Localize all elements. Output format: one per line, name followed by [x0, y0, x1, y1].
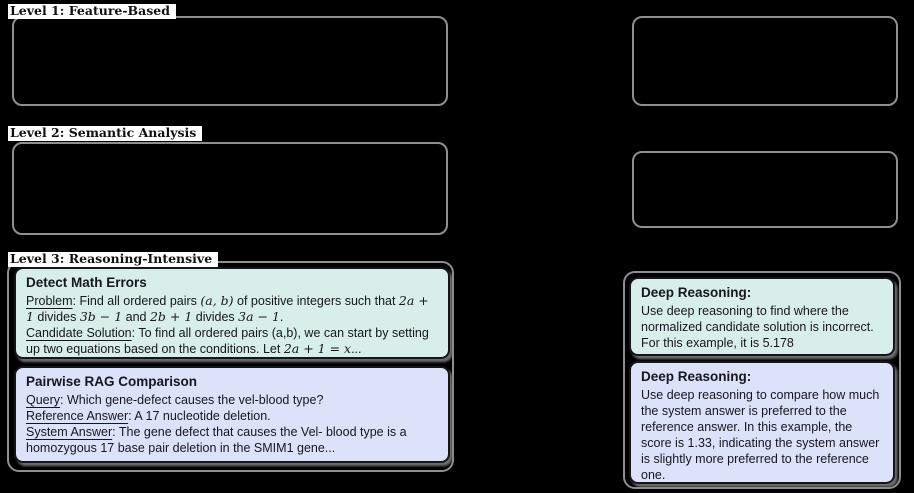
deep-reasoning-rag-body: Use deep reasoning to compare how much t…	[641, 388, 880, 482]
math-expr: (a, b)	[200, 293, 234, 308]
problem-line: Problem: Find all ordered pairs (a, b) o…	[26, 293, 438, 325]
text-run: .	[279, 310, 284, 324]
math-expr: 2a + 1	[26, 293, 429, 324]
text-run: : Which gene-defect causes the vel-blood…	[60, 393, 324, 407]
deep-reasoning-rag-title: Deep Reasoning:	[641, 369, 752, 384]
query-line: Query: Which gene-defect causes the vel-…	[26, 392, 438, 408]
reference-answer-label: Reference Answer	[26, 409, 129, 423]
text-run: : A 17 nucleotide deletion.	[128, 409, 271, 423]
level3-right-group-box	[623, 271, 901, 489]
text-run: and	[122, 310, 150, 324]
level2-right-box	[632, 151, 898, 228]
text-run: : The gene defect that causes the Vel- b…	[26, 425, 407, 455]
system-answer-label: System Answer	[26, 425, 113, 439]
problem-label: Problem	[26, 294, 73, 308]
deep-reasoning-math-body: Use deep reasoning to find where the nor…	[641, 304, 874, 350]
reference-answer-line: Reference Answer: A 17 nucleotide deleti…	[26, 408, 438, 424]
level1-right-box	[632, 16, 898, 106]
math-expr: 2a + 1 = x	[283, 341, 352, 356]
pairwise-rag-comparison-title: Pairwise RAG Comparison	[26, 374, 198, 389]
text-run: ...	[351, 342, 362, 356]
candidate-solution-label: Candidate Solution	[26, 326, 132, 340]
system-answer-line: System Answer: The gene defect that caus…	[26, 424, 438, 456]
detect-math-errors-card: Detect Math Errors Problem: Find all ord…	[14, 267, 450, 359]
deep-reasoning-math-card: Deep Reasoning: Use deep reasoning to fi…	[629, 277, 895, 356]
level3-label: Level 3: Reasoning-Intensive	[8, 252, 219, 267]
text-run: : To find all ordered pairs (a,b), we ca…	[26, 326, 429, 356]
deep-reasoning-rag-card: Deep Reasoning: Use deep reasoning to co…	[629, 361, 895, 484]
math-expr: 2b + 1	[149, 309, 193, 324]
math-expr: 3b − 1	[79, 309, 123, 324]
text-run: of positive integers such that	[233, 294, 399, 308]
query-label: Query	[26, 393, 61, 407]
level1-left-box	[12, 16, 448, 106]
level2-left-box	[12, 142, 448, 235]
level3-left-group-box	[7, 261, 454, 472]
detect-math-errors-title: Detect Math Errors	[26, 275, 147, 290]
level2-label: Level 2: Semantic Analysis	[8, 126, 203, 141]
text-run: : Find all ordered pairs	[72, 294, 201, 308]
text-run: divides	[192, 310, 239, 324]
text-run: divides	[33, 310, 80, 324]
level1-label: Level 1: Feature-Based	[8, 4, 176, 19]
math-expr: 3a − 1	[238, 309, 280, 324]
pairwise-rag-comparison-card: Pairwise RAG Comparison Query: Which gen…	[14, 366, 450, 463]
deep-reasoning-math-title: Deep Reasoning:	[641, 285, 752, 300]
candidate-solution-line: Candidate Solution: To find all ordered …	[26, 325, 438, 357]
